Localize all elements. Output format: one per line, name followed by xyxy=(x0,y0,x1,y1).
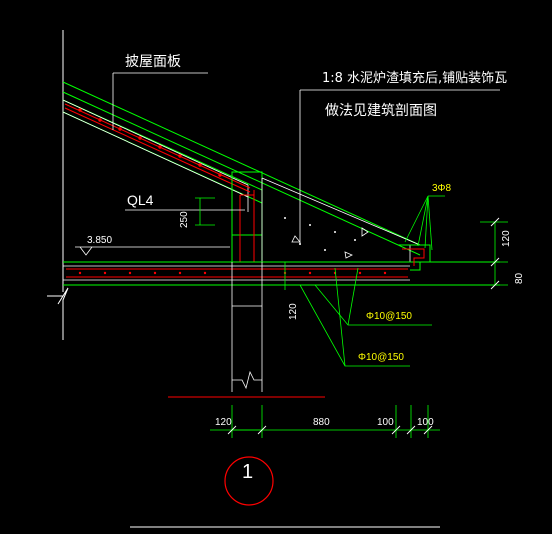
dim-880: 880 xyxy=(313,417,330,428)
roof-slab-rebar xyxy=(64,103,251,193)
edge-upturn xyxy=(398,244,431,271)
dim-100-a: 100 xyxy=(377,417,394,428)
roof-slab-label: 披屋面板 xyxy=(125,54,181,70)
dim-80-vertical: 80 xyxy=(514,272,525,284)
break-symbol-left xyxy=(47,287,69,340)
floor-slab xyxy=(63,261,500,286)
section-number: 1 xyxy=(242,461,254,483)
dim-120-vertical-top: 120 xyxy=(501,230,512,247)
rebar-label-2: Φ10@150 xyxy=(358,352,404,363)
dim-100-b: 100 xyxy=(417,417,434,428)
fill-note-line2: 做法见建筑剖面图 xyxy=(325,103,437,119)
fill-note-line1: 1:8 水泥炉渣填充后,铺贴装饰瓦 xyxy=(322,71,508,86)
wall xyxy=(168,262,325,398)
rebar-top-label: 3Φ8 xyxy=(432,183,452,194)
dim-ticks xyxy=(227,217,500,435)
rebar-label-1: Φ10@150 xyxy=(366,311,412,322)
slag-fill xyxy=(261,177,421,263)
leaders xyxy=(75,72,500,256)
dim-120-vertical-mid: 120 xyxy=(288,303,299,320)
rebar-leaders xyxy=(299,195,445,367)
beam-label: QL4 xyxy=(127,192,154,208)
beam-height-dim: 250 xyxy=(179,211,190,228)
roof-slab xyxy=(62,81,421,256)
section-circle xyxy=(224,456,274,506)
elevation-label: 3.850 xyxy=(87,235,113,246)
dimensions xyxy=(195,197,508,438)
dim-120-horizontal: 120 xyxy=(215,417,232,428)
